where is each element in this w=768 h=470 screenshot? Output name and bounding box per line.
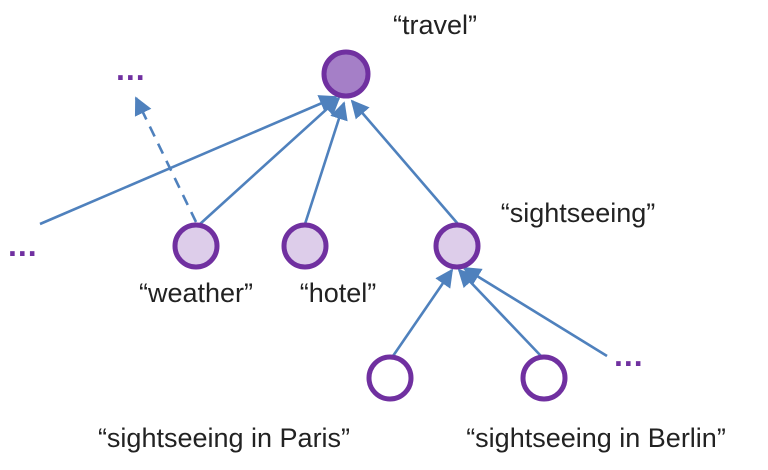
edge-hotel-to-travel <box>303 101 348 225</box>
label-sightseeing-in-berlin: “sightseeing in Berlin” <box>466 423 726 453</box>
node-sightseeing-in-berlin <box>520 354 568 402</box>
node-weather <box>172 222 220 270</box>
node-hotel <box>281 222 329 270</box>
edge-left-to-travel <box>39 95 338 226</box>
ellipsis-top-left: ... <box>116 51 146 87</box>
edge-berlin-to-sightseeing <box>457 268 542 357</box>
node-travel <box>321 49 371 99</box>
label-hotel: “hotel” <box>300 278 377 308</box>
node-sightseeing <box>433 222 481 270</box>
label-travel: “travel” <box>393 10 477 40</box>
label-sightseeing: “sightseeing” <box>501 198 656 228</box>
node-sightseeing-in-paris <box>366 354 414 402</box>
edge-weather-to-ellipsis-dashed <box>134 96 198 223</box>
edge-paris-to-sightseeing <box>391 268 454 357</box>
edge-right-to-sightseeing <box>462 266 608 358</box>
label-sightseeing-in-paris: “sightseeing in Paris” <box>98 423 350 453</box>
edge-sightseeing-to-travel <box>350 99 459 225</box>
ellipsis-right: ... <box>614 337 644 373</box>
ellipsis-left: ... <box>8 227 38 263</box>
label-weather: “weather” <box>139 278 253 308</box>
edge-weather-to-travel <box>199 96 341 225</box>
